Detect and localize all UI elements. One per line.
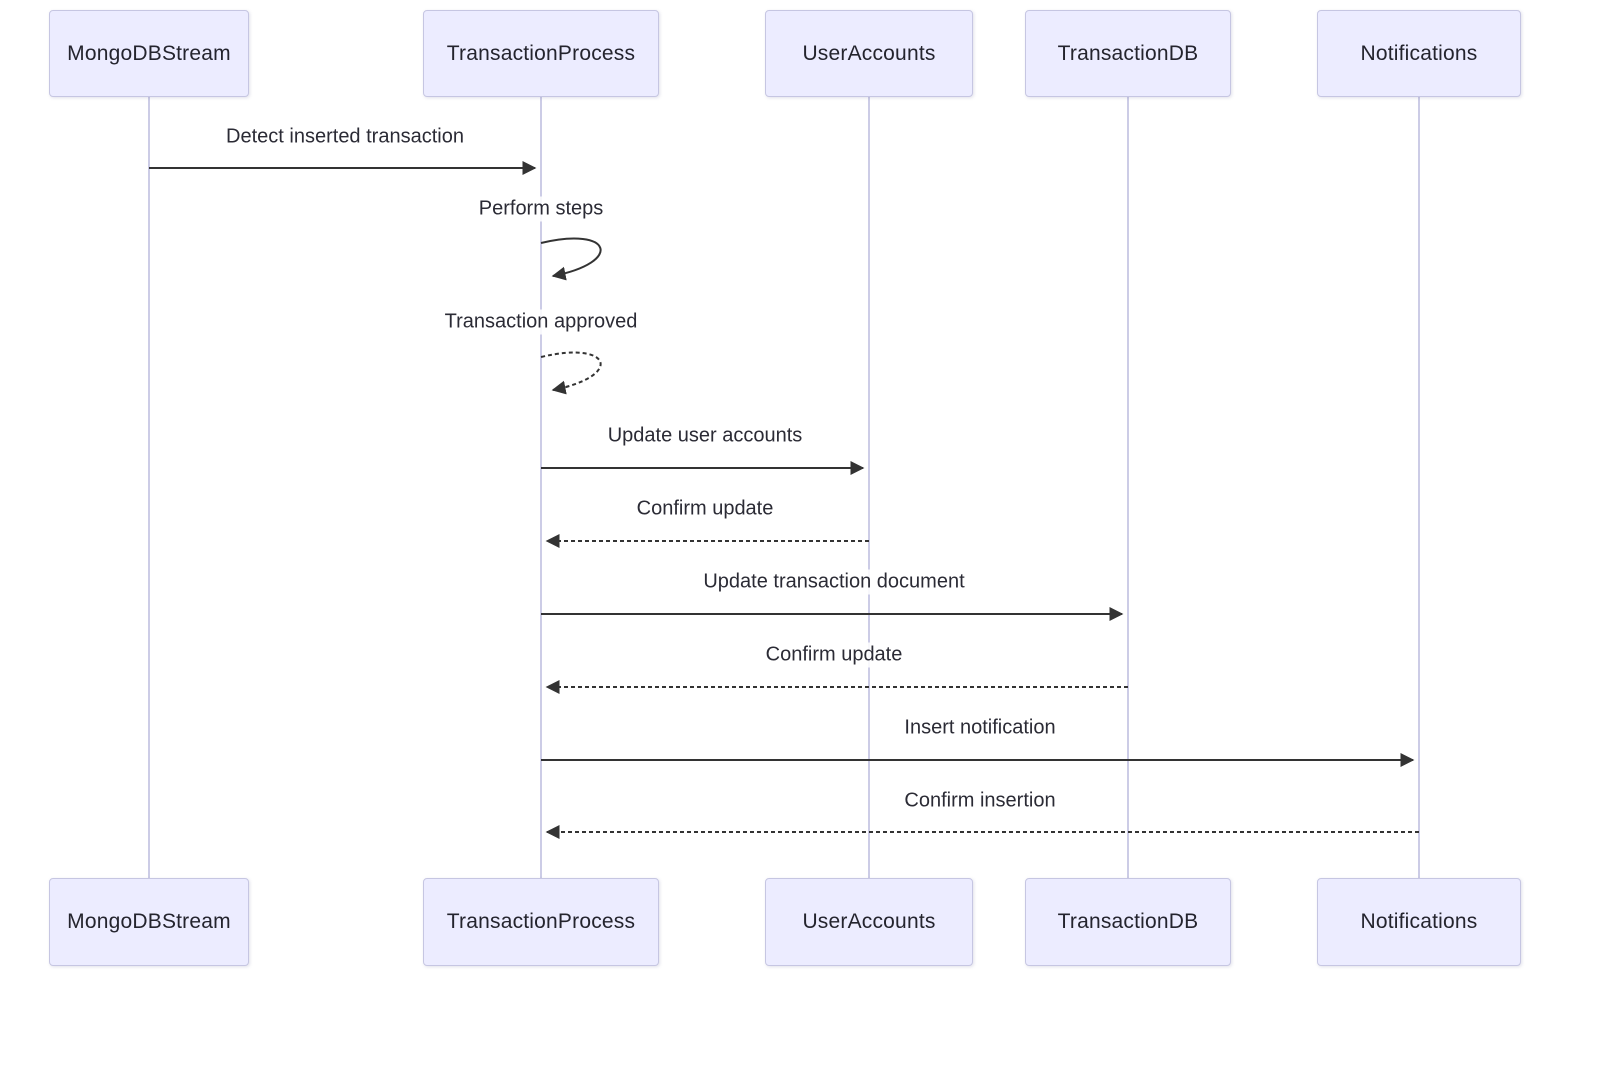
actor-label: UserAccounts — [802, 910, 936, 933]
actor-bottom-notifications: Notifications — [1317, 878, 1521, 966]
message-label: Transaction approved — [440, 309, 642, 335]
message-label: Update user accounts — [603, 423, 807, 449]
actor-bottom-mongodbstream: MongoDBStream — [49, 878, 249, 966]
message-label: Confirm update — [761, 642, 907, 668]
message-label: Update transaction document — [699, 569, 969, 595]
actor-label: TransactionProcess — [446, 41, 636, 65]
message-label: Detect inserted transaction — [222, 124, 468, 150]
actor-top-useraccounts: UserAccounts — [765, 10, 973, 97]
actor-bottom-transactiondb: TransactionDB — [1025, 878, 1231, 966]
message-label: Confirm insertion — [900, 788, 1060, 814]
actor-label: UserAccounts — [802, 41, 936, 65]
message-label: Confirm update — [632, 496, 778, 522]
message-label: Perform steps — [474, 196, 608, 222]
actor-top-transactiondb: TransactionDB — [1025, 10, 1231, 97]
actor-top-notifications: Notifications — [1317, 10, 1521, 97]
actor-label: TransactionDB — [1057, 910, 1199, 933]
actor-label: Notifications — [1360, 41, 1478, 65]
actor-bottom-transactionprocess: TransactionProcess — [423, 878, 659, 966]
actor-label: TransactionDB — [1057, 41, 1199, 65]
actor-top-transactionprocess: TransactionProcess — [423, 10, 659, 97]
actor-label: MongoDBStream — [67, 41, 231, 65]
actor-bottom-useraccounts: UserAccounts — [765, 878, 973, 966]
actor-label: TransactionProcess — [446, 910, 636, 933]
message-label: Insert notification — [900, 715, 1060, 741]
actor-top-mongodbstream: MongoDBStream — [49, 10, 249, 97]
actor-label: MongoDBStream — [67, 910, 231, 933]
message-arrow-perform-steps-self-loop — [540, 237, 602, 281]
actor-label: Notifications — [1360, 910, 1478, 933]
message-arrow-transaction-approved-self-loop — [540, 351, 602, 395]
